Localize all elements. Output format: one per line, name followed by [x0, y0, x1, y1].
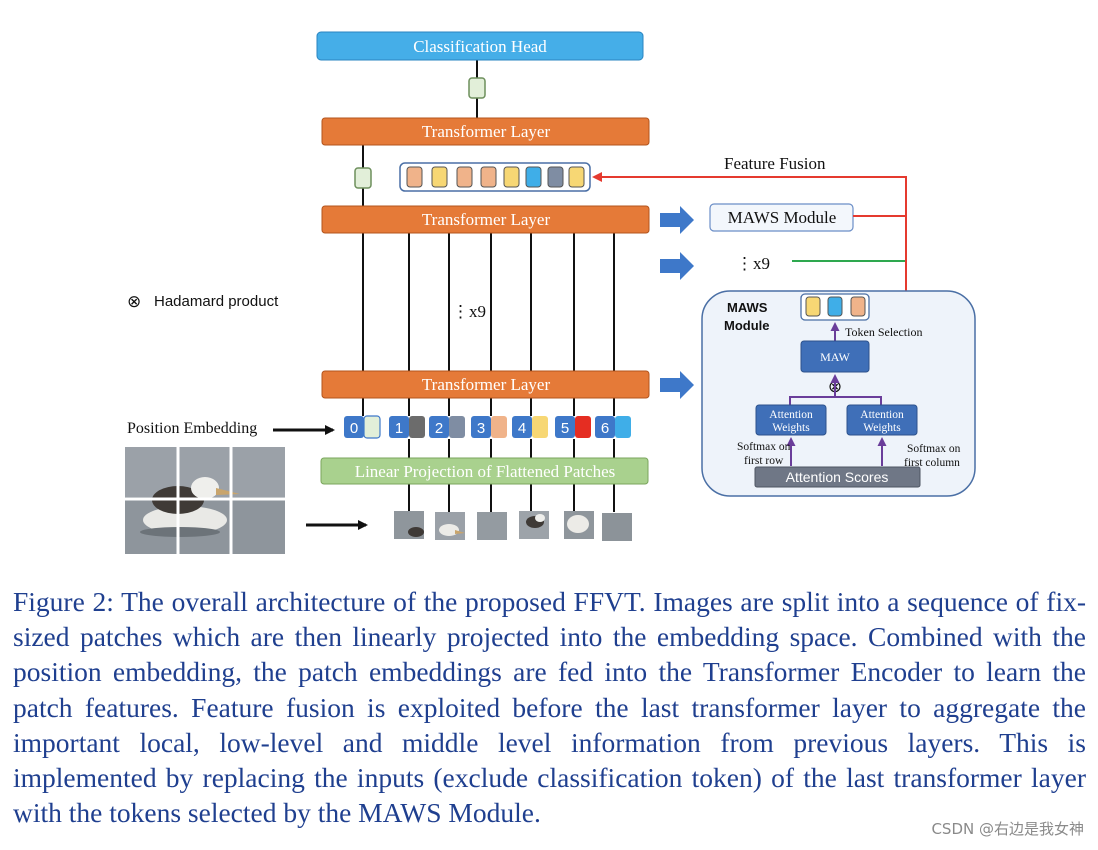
transformer-layer-bottom-label: Transformer Layer [422, 375, 551, 394]
fused-token-group [399, 162, 591, 192]
repeat-label-middle: ⋮x9 [452, 302, 486, 321]
position-embedding-row: 0 1 2 3 4 5 6 [344, 415, 631, 439]
repeat-label-top: ⋮x9 [736, 254, 770, 273]
token-flow-lines [362, 60, 615, 512]
maws-panel-title-line1: MAWS [727, 300, 768, 315]
input-bird-image [125, 447, 285, 554]
transformer-layer-bottom: Transformer Layer [321, 370, 650, 399]
attention-scores-label: Attention Scores [786, 469, 889, 485]
classification-head-label: Classification Head [413, 37, 547, 56]
softmax-col-line1: Softmax on [907, 443, 961, 455]
maws-detail-panel: MAWS Module Token Selection MAW ⊗ Attent… [701, 290, 976, 497]
hadamard-legend-symbol: ⊗ [127, 292, 141, 311]
attention-weights-right-line1: Attention [860, 409, 904, 421]
maw-label: MAW [820, 350, 850, 364]
hadamard-legend-label: Hadamard product [154, 293, 279, 310]
position-id-1: 1 [395, 420, 403, 437]
watermark: CSDN @右边是我女神 [931, 820, 1084, 838]
attention-weights-left-line2: Weights [772, 422, 810, 434]
cls-token-top [468, 77, 486, 99]
feature-fusion-label: Feature Fusion [724, 154, 826, 173]
position-id-6: 6 [601, 420, 609, 437]
classification-head: Classification Head [316, 31, 644, 61]
softmax-row-line2: first row [744, 455, 784, 467]
attention-weights-left-line1: Attention [769, 409, 813, 421]
feature-fusion-path [592, 172, 907, 306]
position-embedding-label: Position Embedding [127, 420, 257, 437]
softmax-col-line2: first column [904, 457, 960, 469]
position-id-0: 0 [350, 420, 358, 437]
position-id-3: 3 [477, 420, 485, 437]
token-selection-label: Token Selection [845, 325, 922, 339]
linear-projection-label: Linear Projection of Flattened Patches [355, 462, 616, 481]
transformer-layer-middle: Transformer Layer [321, 205, 650, 234]
blue-arrow-repeat [660, 252, 694, 280]
transformer-layer-top-label: Transformer Layer [422, 122, 551, 141]
position-id-5: 5 [561, 420, 569, 437]
linear-projection: Linear Projection of Flattened Patches [320, 457, 649, 485]
maws-module-box-label: MAWS Module [728, 208, 837, 227]
figure-caption: Figure 2: The overall architecture of th… [13, 586, 1086, 829]
position-id-2: 2 [435, 420, 443, 437]
softmax-row-line1: Softmax on [737, 441, 791, 453]
transformer-layer-top: Transformer Layer [321, 117, 650, 146]
blue-arrow-middle [660, 206, 694, 234]
position-id-4: 4 [518, 420, 526, 437]
attention-weights-right-line2: Weights [863, 422, 901, 434]
maws-module-box: MAWS Module [709, 203, 854, 232]
maws-panel-title-line2: Module [724, 318, 770, 333]
transformer-layer-middle-label: Transformer Layer [422, 210, 551, 229]
ffvt-architecture-diagram: Classification Head Transformer Layer Tr… [125, 31, 976, 554]
image-patches [394, 511, 632, 541]
cls-token-middle [354, 167, 372, 189]
blue-arrow-bottom [660, 371, 694, 399]
